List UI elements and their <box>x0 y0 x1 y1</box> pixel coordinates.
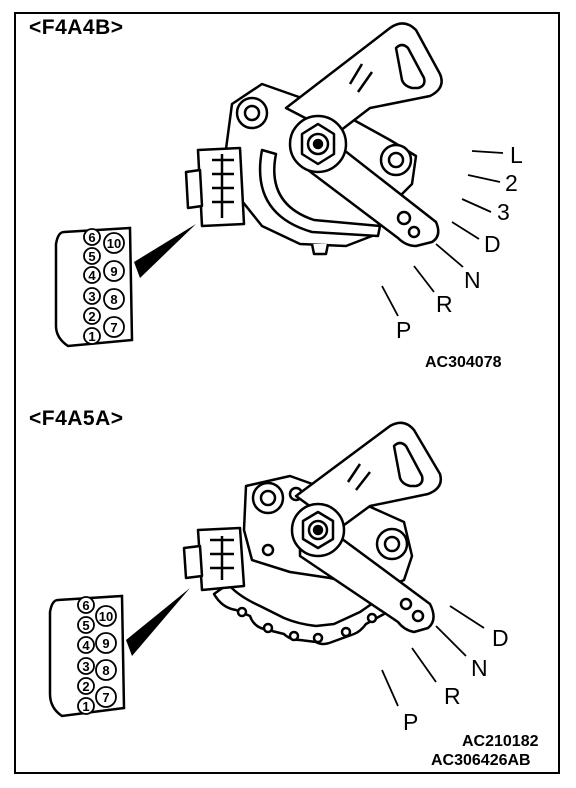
pin-label: 5 <box>88 249 95 264</box>
pin-label: 8 <box>102 663 109 678</box>
position-leaders-f4a4b <box>381 150 504 317</box>
pin-label: 3 <box>82 659 89 674</box>
pin-label: 3 <box>88 289 95 304</box>
pin-label: 6 <box>88 230 95 245</box>
pin-label: 8 <box>110 292 117 307</box>
connector-leader-wedge <box>126 588 190 656</box>
position-label-n: N <box>464 267 481 293</box>
position-label-r: R <box>436 291 453 317</box>
connector-leader-wedge <box>134 224 196 278</box>
pin-label: 5 <box>82 618 89 633</box>
pin-label: 7 <box>102 690 109 705</box>
pin-label: 2 <box>88 309 95 324</box>
pin-label: 6 <box>82 598 89 613</box>
connector-face-f4a4b: 6 5 4 3 2 1 10 9 8 7 <box>54 226 134 348</box>
pin-label: 10 <box>107 236 121 251</box>
pin-label: 2 <box>82 679 89 694</box>
position-label-r: R <box>444 683 461 709</box>
position-label-2: 2 <box>505 170 518 196</box>
position-label-l: L <box>510 142 523 168</box>
position-label-d: D <box>484 231 501 257</box>
figure-code-f4a4b: AC304078 <box>425 354 502 371</box>
position-label-3: 3 <box>497 199 510 225</box>
connector-face-f4a5a: 6 5 4 3 2 1 10 9 8 7 <box>48 594 126 718</box>
section-title-f4a4b: <F4A4B> <box>29 16 124 39</box>
inhibitor-switch-f4a5a <box>182 421 442 646</box>
position-label-d: D <box>492 625 509 651</box>
pin-label: 10 <box>99 609 113 624</box>
section-title-f4a5a: <F4A5A> <box>29 407 124 430</box>
pin-label: 4 <box>82 638 90 653</box>
figure-code-f4a5a-2: AC306426AB <box>431 752 531 769</box>
pin-label: 1 <box>82 699 89 714</box>
pin-label: 7 <box>110 320 117 335</box>
pin-label: 1 <box>88 329 95 344</box>
position-leaders-f4a5a <box>381 605 485 707</box>
position-label-n: N <box>471 655 488 681</box>
pin-label: 9 <box>102 636 109 651</box>
position-label-p: P <box>403 709 418 735</box>
pin-label: 4 <box>88 268 96 283</box>
pin-label: 9 <box>110 264 117 279</box>
inhibitor-switch-f4a4b <box>184 22 443 256</box>
figure-code-f4a5a: AC210182 <box>462 733 539 750</box>
position-label-p: P <box>396 317 411 343</box>
